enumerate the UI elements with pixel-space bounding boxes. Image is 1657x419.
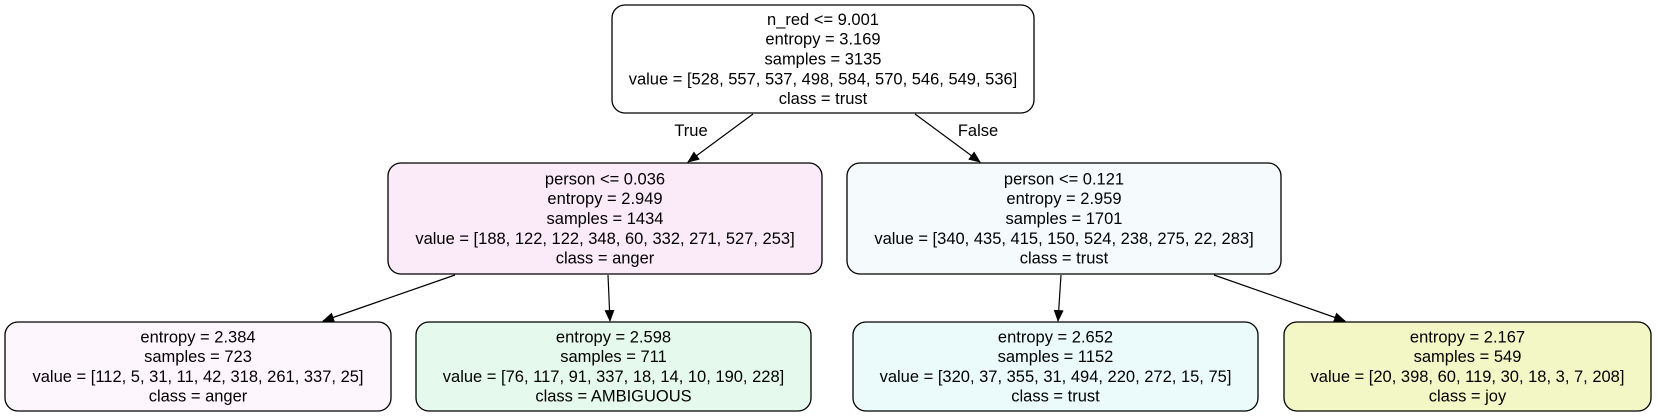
tree-node-left-right: entropy = 2.598 samples = 711 value = [76,…	[415, 321, 812, 412]
node-line: person <= 0.036	[545, 170, 665, 188]
node-box	[1283, 321, 1652, 412]
edge-left-to-left-right	[604, 274, 615, 322]
node-line: value = [112, 5, 31, 11, 42, 318, 261, 3…	[32, 368, 363, 386]
node-line: samples = 549	[1414, 348, 1522, 366]
node-line: class = joy	[1429, 388, 1507, 406]
node-box	[852, 321, 1259, 412]
node-line: class = anger	[149, 388, 248, 406]
nodes-layer: n_red <= 9.001 entropy = 3.169 samples = 3…	[4, 4, 1652, 412]
node-line: value = [528, 557, 537, 498, 584, 570, 5…	[629, 70, 1018, 88]
node-line: entropy = 2.167	[1410, 328, 1525, 346]
node-line: class = trust	[1011, 388, 1100, 406]
node-line: entropy = 3.169	[765, 31, 880, 49]
node-line: samples = 711	[560, 348, 667, 366]
node-line: samples = 3135	[765, 51, 882, 69]
node-box	[4, 321, 392, 412]
node-line: value = [340, 435, 415, 150, 524, 238, 2…	[874, 230, 1253, 248]
node-box	[387, 162, 823, 275]
node-line: samples = 723	[144, 348, 252, 366]
node-line: class = trust	[1020, 250, 1109, 268]
node-line: entropy = 2.949	[547, 190, 662, 208]
node-line: entropy = 2.959	[1006, 190, 1121, 208]
edges-layer: True False	[322, 113, 1346, 323]
node-line: n_red <= 9.001	[767, 11, 879, 29]
node-line: person <= 0.121	[1004, 170, 1124, 188]
node-line: entropy = 2.652	[998, 328, 1113, 346]
edge-label-false: False	[958, 122, 998, 140]
edge-right-to-right-left	[1053, 274, 1064, 322]
node-line: samples = 1434	[547, 210, 664, 228]
node-line: value = [188, 122, 122, 348, 60, 332, 27…	[415, 230, 794, 248]
edge-right-to-right-right	[1213, 274, 1346, 323]
edge-root-to-right	[914, 113, 981, 163]
tree-node-right: person <= 0.121 entropy = 2.959 samples = …	[846, 162, 1282, 275]
tree-node-left-left: entropy = 2.384 samples = 723 value = [112…	[4, 321, 392, 412]
node-box	[415, 321, 812, 412]
tree-node-root: n_red <= 9.001 entropy = 3.169 samples = 3…	[611, 4, 1035, 114]
node-box	[611, 4, 1035, 114]
node-line: class = trust	[779, 90, 868, 108]
node-line: class = AMBIGUOUS	[535, 388, 691, 406]
node-box	[846, 162, 1282, 275]
node-line: entropy = 2.598	[556, 328, 671, 346]
tree-node-left: person <= 0.036 entropy = 2.949 samples = …	[387, 162, 823, 275]
edge-left-to-left-left	[322, 274, 456, 323]
node-line: entropy = 2.384	[140, 328, 255, 346]
tree-node-right-right: entropy = 2.167 samples = 549 value = [20,…	[1283, 321, 1652, 412]
node-line: class = anger	[556, 250, 655, 268]
node-line: value = [76, 117, 91, 337, 18, 14, 10, 1…	[443, 368, 784, 386]
node-line: samples = 1701	[1006, 210, 1123, 228]
node-line: value = [20, 398, 60, 119, 30, 18, 3, 7,…	[1311, 368, 1625, 386]
node-line: value = [320, 37, 355, 31, 494, 220, 272…	[880, 368, 1232, 386]
edge-root-to-left	[687, 113, 754, 163]
node-line: samples = 1152	[998, 348, 1114, 366]
edge-label-true: True	[674, 122, 707, 140]
tree-node-right-left: entropy = 2.652 samples = 1152 value = [32…	[852, 321, 1259, 412]
